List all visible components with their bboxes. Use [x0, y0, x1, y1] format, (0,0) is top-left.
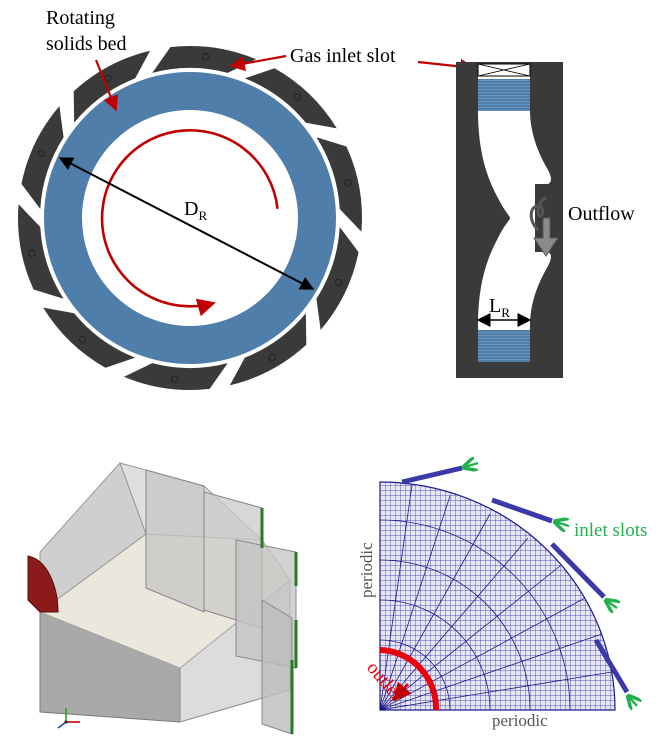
wall-bolt — [268, 353, 276, 362]
inlet-slot-1 — [401, 465, 463, 485]
wall-bolt — [344, 179, 352, 187]
wall-bolt — [201, 53, 210, 61]
inlet-slots-label: inlet slots — [574, 520, 647, 541]
wall-segment — [316, 226, 359, 330]
inlet-slot-4 — [593, 638, 630, 694]
blade-panel-1 — [145, 469, 205, 613]
bed-label-line2: solids bed — [46, 33, 127, 55]
diameter-arrow — [58, 157, 315, 290]
outlet-arrow — [392, 681, 412, 702]
wall-bolt — [293, 92, 302, 101]
lower-bed — [478, 330, 530, 362]
outflow-arrow — [533, 217, 559, 257]
inlet-label: Gas inlet slot — [290, 45, 396, 67]
blade-panel-4 — [261, 599, 293, 735]
panel-c-3d-wedge — [27, 462, 298, 735]
outlet-red-patch — [27, 555, 59, 613]
outflow-swirl — [529, 196, 547, 232]
panel-a-ring: DR Rotating solids bed Gas inlet slot — [18, 7, 476, 391]
outlet-arc — [379, 647, 440, 711]
periodic-bottom-label: periodic — [492, 711, 548, 730]
periodic-left-label: periodic — [357, 542, 376, 598]
upper-bed — [478, 79, 530, 111]
axes-triad-icon — [57, 708, 80, 729]
section-wall — [456, 62, 563, 378]
bed-pointer-arrow — [94, 59, 119, 112]
wall-segment — [229, 313, 307, 386]
wall-segment — [43, 307, 136, 368]
inlet-slot-2 — [491, 497, 553, 524]
wall-bolt — [28, 249, 36, 257]
wall-segment — [316, 137, 362, 232]
inlet-pointer-left — [229, 54, 287, 72]
inlet-arrow-4 — [629, 697, 637, 706]
inlet-slot-3 — [550, 542, 606, 599]
wall-segment — [21, 106, 64, 210]
wall-segment — [73, 50, 151, 123]
inlet-slot-hatch — [477, 63, 531, 77]
mesh-quarter — [379, 481, 616, 711]
wall-segment — [244, 68, 337, 129]
panel-b-section: Outflow LR — [456, 62, 635, 378]
wall-segment — [18, 204, 64, 299]
inlet-arrow-1 — [465, 463, 479, 467]
inlet-arrow-2 — [556, 522, 570, 526]
length-label: LR — [489, 295, 510, 320]
bed-label-line1: Rotating — [46, 7, 115, 29]
wall-bolt — [37, 149, 46, 158]
wall-bolt — [78, 335, 87, 344]
wall-bolt — [334, 278, 343, 287]
wall-segments — [18, 46, 362, 391]
inlet-arrow-3 — [607, 601, 617, 608]
mesh-radial-lines — [380, 484, 615, 710]
wall-bolt — [170, 375, 179, 383]
diameter-label: DR — [184, 198, 207, 223]
panel-d-mesh: inlet slots periodic periodic outlet — [357, 463, 647, 730]
wall-bolt — [104, 74, 112, 83]
outflow-label: Outflow — [568, 203, 635, 225]
